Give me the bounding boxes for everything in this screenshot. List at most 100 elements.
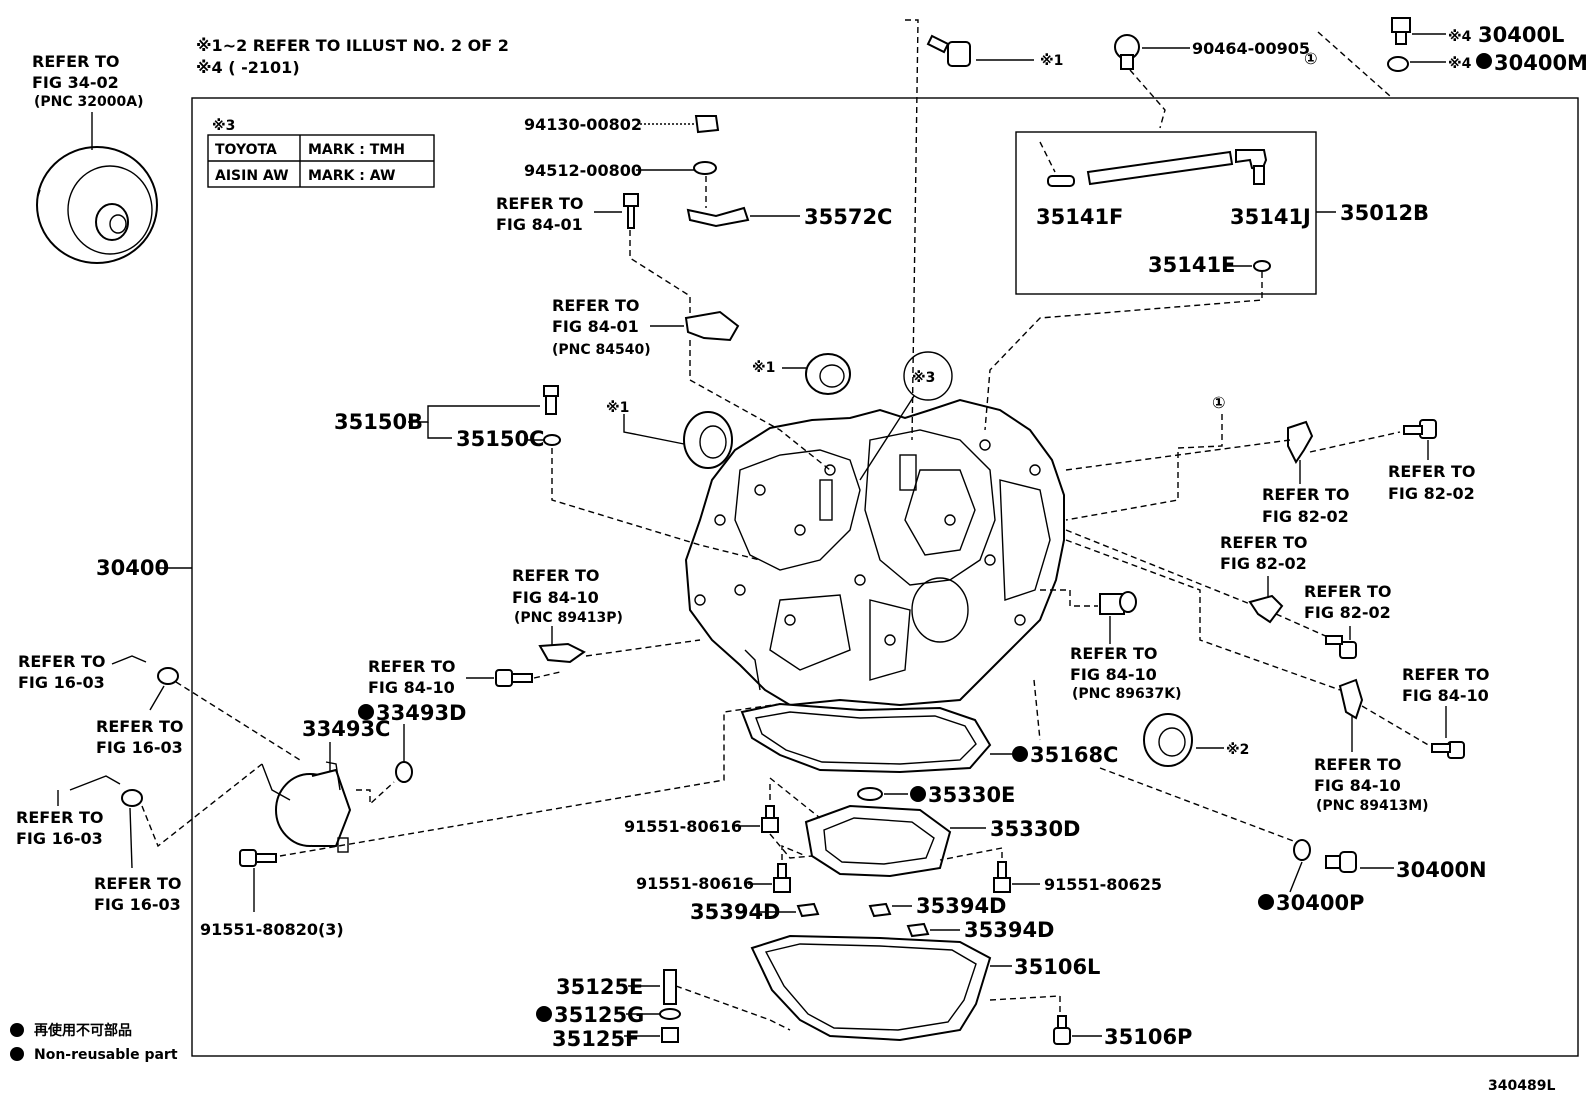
part-35125E: 35125E bbox=[556, 975, 643, 999]
o-ring-35330E-illustration bbox=[857, 787, 883, 801]
marker-x1-top: ※1 bbox=[1040, 53, 1063, 69]
part-35125G: 35125G bbox=[554, 1003, 644, 1027]
bolt-top-illustration bbox=[926, 34, 971, 67]
part-30400N: 30400N bbox=[1396, 858, 1487, 882]
ref-8202a-1: REFER TO bbox=[1262, 485, 1350, 504]
marker-x3: ※3 bbox=[912, 370, 935, 386]
ref-1603b-2: FIG 16-03 bbox=[96, 738, 183, 757]
clamp-90464-illustration bbox=[1114, 34, 1140, 70]
ref-8202a-2: FIG 82-02 bbox=[1262, 507, 1349, 526]
part-35168C: 35168C bbox=[1030, 743, 1118, 767]
gasket-30400P-illustration bbox=[1293, 839, 1311, 861]
ref-1603c-2: FIG 16-03 bbox=[16, 829, 103, 848]
magnet-35394D-a-illustration bbox=[796, 902, 820, 918]
ref-8401b-2: FIG 84-01 bbox=[552, 317, 639, 336]
washer-94512-illustration bbox=[693, 161, 717, 175]
ref-8202d-2: FIG 82-02 bbox=[1304, 603, 1391, 622]
torque-converter-illustration bbox=[36, 146, 158, 264]
part-90464-00905: 90464-00905 bbox=[1192, 39, 1310, 58]
mark-table-ref: ※3 bbox=[212, 118, 235, 134]
part-33493C: 33493C bbox=[302, 717, 390, 741]
ref-torque-converter-3: (PNC 32000A) bbox=[34, 94, 143, 110]
ref-8410b-1: REFER TO bbox=[368, 657, 456, 676]
bolt-8401-illustration bbox=[623, 193, 639, 229]
ref-8401b-1: REFER TO bbox=[552, 296, 640, 315]
ref-8410a-1: REFER TO bbox=[512, 566, 600, 585]
non-reusable-dot-35168C bbox=[1012, 746, 1028, 762]
part-35572C: 35572C bbox=[804, 205, 892, 229]
clip-b-illustration bbox=[121, 789, 143, 807]
drain-plug-35106P-illustration bbox=[1053, 1015, 1071, 1045]
part-91551-80616-b: 91551-80616 bbox=[636, 874, 754, 893]
oil-pan-35106L-illustration bbox=[750, 934, 992, 1042]
ref-1603a-2: FIG 16-03 bbox=[18, 673, 105, 692]
ref-8410d-2: FIG 84-10 bbox=[1402, 686, 1489, 705]
part-35150C: 35150C bbox=[456, 427, 544, 451]
bolt-8410b-illustration bbox=[495, 669, 533, 687]
ref-8202d-1: REFER TO bbox=[1304, 582, 1392, 601]
ref-8410c-3: (PNC 89637K) bbox=[1072, 686, 1181, 702]
note-date-range: ※4 ( -2101) bbox=[196, 58, 300, 77]
ref-8202c-2: FIG 82-02 bbox=[1220, 554, 1307, 573]
nut-94130-illustration bbox=[694, 115, 720, 134]
part-35330D: 35330D bbox=[990, 817, 1081, 841]
non-reusable-dot-35330E bbox=[910, 786, 926, 802]
note-refer-illust: ※1~2 REFER TO ILLUST NO. 2 OF 2 bbox=[196, 36, 509, 55]
strainer-35330D-illustration bbox=[804, 804, 952, 878]
part-30400: 30400 bbox=[96, 556, 169, 580]
bolt-91551-80616-a-illustration bbox=[761, 805, 779, 833]
part-35141E: 35141E bbox=[1148, 253, 1235, 277]
plug-30400L-illustration bbox=[1391, 17, 1411, 45]
mark-table-maker-2: AISIN AW bbox=[215, 168, 289, 184]
mark-table: ※3 TOYOTA MARK : TMH AISIN AW MARK : AW bbox=[207, 118, 435, 188]
part-35141F: 35141F bbox=[1036, 205, 1123, 229]
o-ring-35141E-illustration bbox=[1253, 260, 1271, 272]
plug-35150B-illustration bbox=[543, 385, 559, 415]
washer-30400M-illustration bbox=[1387, 56, 1409, 72]
non-reusable-dot-33493D bbox=[358, 704, 374, 720]
transaxle-case-illustration bbox=[684, 398, 1065, 774]
part-35106L: 35106L bbox=[1014, 955, 1100, 979]
bolt-8202d-illustration bbox=[1325, 635, 1357, 659]
neutral-switch-illustration bbox=[684, 310, 740, 342]
part-94130-00802: 94130-00802 bbox=[524, 115, 642, 134]
bracket-35572C-illustration bbox=[686, 206, 750, 228]
marker-x2: ※2 bbox=[1226, 742, 1249, 758]
ref-8410d-1: REFER TO bbox=[1402, 665, 1490, 684]
part-30400L: 30400L bbox=[1478, 23, 1564, 47]
ref-8410e-1: REFER TO bbox=[1314, 755, 1402, 774]
part-30400M: 30400M bbox=[1494, 51, 1588, 75]
stud-35125E-illustration bbox=[663, 969, 677, 1005]
ref-8401a-2: FIG 84-01 bbox=[496, 215, 583, 234]
marker-circ1-top: ① bbox=[1304, 49, 1318, 68]
part-35012B: 35012B bbox=[1340, 201, 1429, 225]
bracket-8202c-illustration bbox=[1248, 594, 1284, 624]
non-reusable-dot-30400P bbox=[1258, 894, 1274, 910]
part-30400P: 30400P bbox=[1276, 891, 1364, 915]
part-35141J: 35141J bbox=[1230, 205, 1311, 229]
ref-8410c-1: REFER TO bbox=[1070, 644, 1158, 663]
magnet-35394D-b-illustration bbox=[868, 902, 892, 918]
marker-x1-seal-a: ※1 bbox=[752, 360, 775, 376]
part-35106P: 35106P bbox=[1104, 1025, 1192, 1049]
ref-8401a-1: REFER TO bbox=[496, 194, 584, 213]
mark-table-maker-1: TOYOTA bbox=[215, 142, 277, 158]
nut-35125F-illustration bbox=[661, 1027, 679, 1043]
ref-torque-converter-2: FIG 34-02 bbox=[32, 73, 119, 92]
oil-cooler-illustration bbox=[261, 761, 352, 853]
illustration-number: 340489L bbox=[1488, 1078, 1555, 1094]
ref-1603a-1: REFER TO bbox=[18, 652, 106, 671]
sensor-8202a-illustration bbox=[1287, 420, 1314, 464]
part-35330E: 35330E bbox=[928, 783, 1015, 807]
non-reusable-dot-35125G bbox=[536, 1006, 552, 1022]
ref-8410c-2: FIG 84-10 bbox=[1070, 665, 1157, 684]
speed-sensor-89413M-illustration bbox=[1338, 678, 1364, 720]
legend-en: Non-reusable part bbox=[34, 1047, 178, 1063]
ref-8202b-2: FIG 82-02 bbox=[1388, 484, 1475, 503]
part-33493D: 33493D bbox=[376, 701, 467, 725]
ref-8202c-1: REFER TO bbox=[1220, 533, 1308, 552]
ref-1603d-1: REFER TO bbox=[94, 874, 182, 893]
marker-circ1-right: ① bbox=[1212, 393, 1226, 412]
legend-jp: 再使用不可部品 bbox=[34, 1022, 132, 1039]
part-35394D-c: 35394D bbox=[964, 918, 1055, 942]
